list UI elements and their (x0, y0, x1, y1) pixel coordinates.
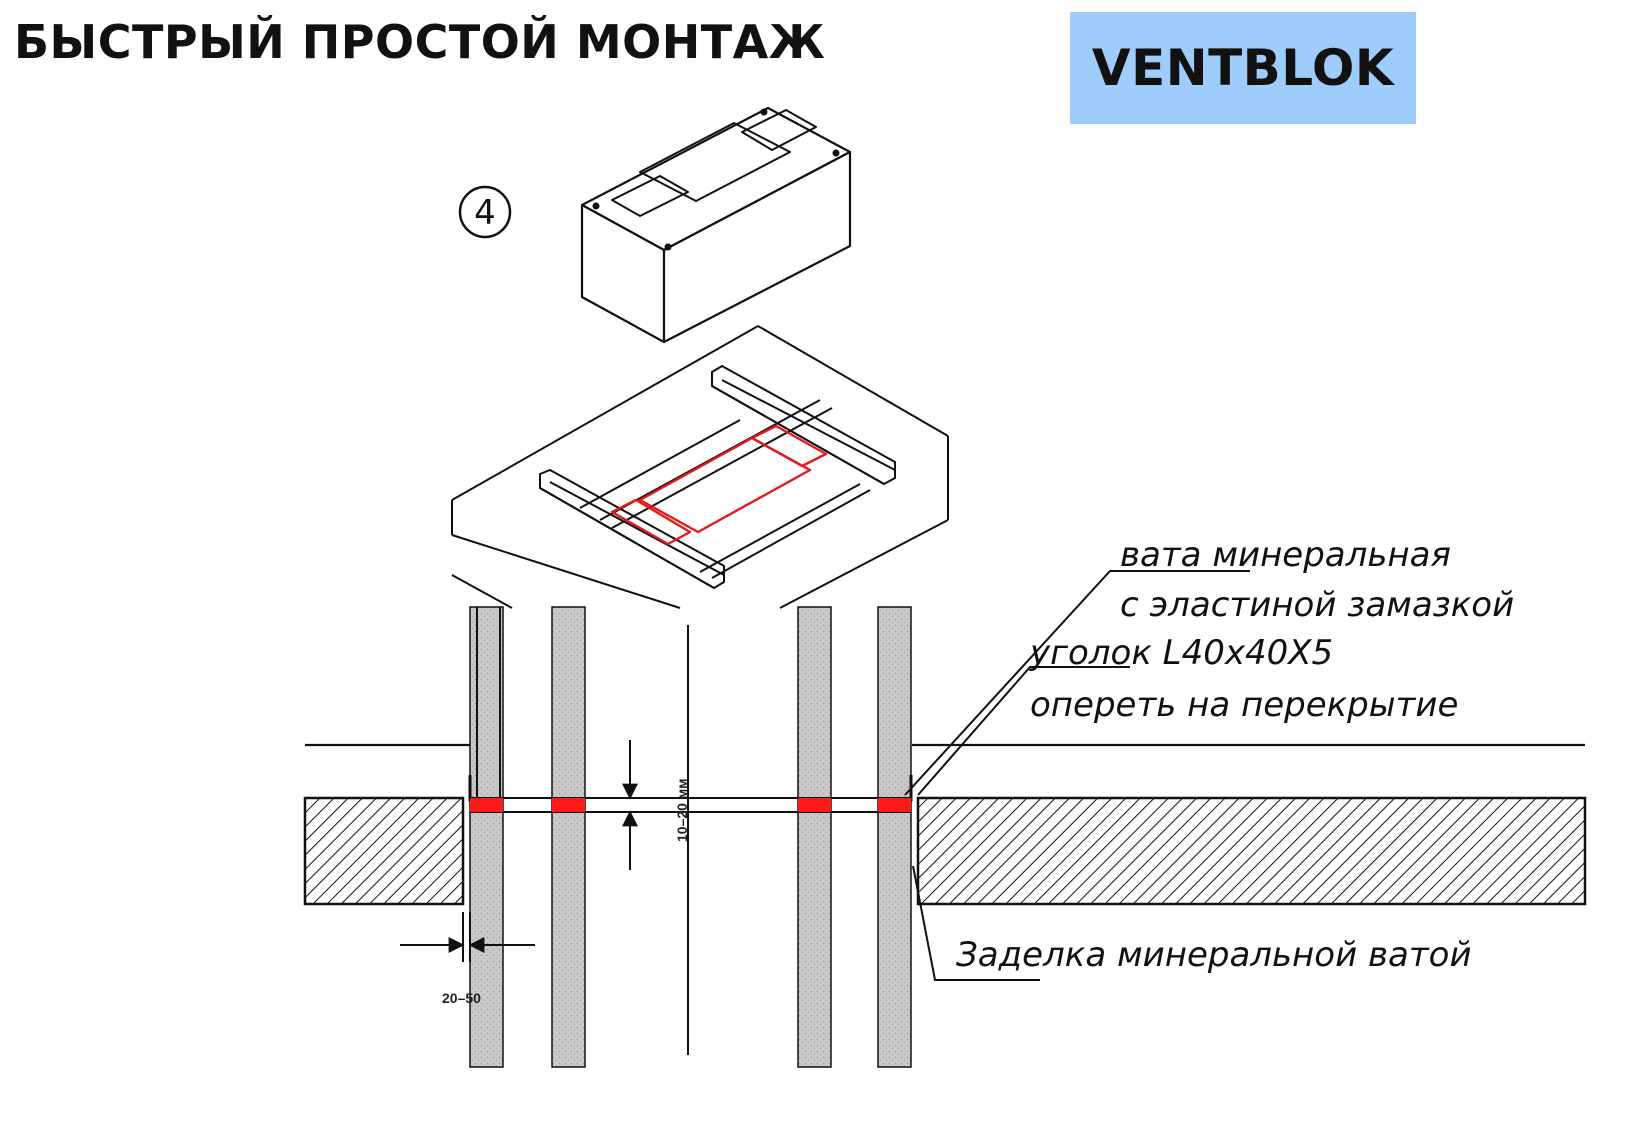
gap-dimension-label: 20–50 (442, 990, 481, 1006)
step-number: 4 (474, 193, 496, 233)
block-wall-4 (877, 606, 912, 1068)
block-wall-1 (469, 606, 504, 1068)
vertical-gap-label: 10–20 мм (674, 778, 690, 842)
steel-angle-frame (539, 364, 896, 590)
callout-angle-line2: опереть на перекрытие (1030, 685, 1458, 725)
floor-slab-isometric (451, 325, 949, 609)
seal-joint-1 (470, 798, 503, 812)
joint-lines (470, 797, 911, 813)
vertical-dimension (608, 740, 650, 870)
block-wall-2 (551, 606, 586, 1068)
page-title: БЫСТРЫЙ ПРОСТОЙ МОНТАЖ (14, 15, 826, 69)
block-walls (469, 606, 912, 1068)
gap-dimension (400, 912, 535, 962)
seal-joints (470, 798, 911, 812)
seal-joint-4 (878, 798, 911, 812)
step-number-badge: 4 (458, 185, 512, 239)
seal-joint-3 (798, 798, 831, 812)
seal-contour (610, 424, 828, 546)
callout-sealing: Заделка минеральной ватой (956, 935, 1472, 975)
callout-wool-line1: вата минеральная (1120, 535, 1451, 575)
callout-wool-line2: с эластиной замазкой (1120, 585, 1514, 625)
brand-badge: VENTBLOK (1070, 12, 1416, 124)
callout-angle-line1: уголок L40x40X5 (1029, 633, 1333, 673)
slab-left (303, 796, 465, 906)
ventilation-block (580, 106, 852, 344)
slab-right (916, 796, 1587, 906)
seal-joint-2 (552, 798, 585, 812)
steel-angle-section (468, 775, 913, 802)
brand-label: VENTBLOK (1091, 39, 1395, 97)
leader-lines (904, 570, 1250, 981)
block-wall-3 (797, 606, 832, 1068)
upper-block-edge (476, 607, 689, 1055)
